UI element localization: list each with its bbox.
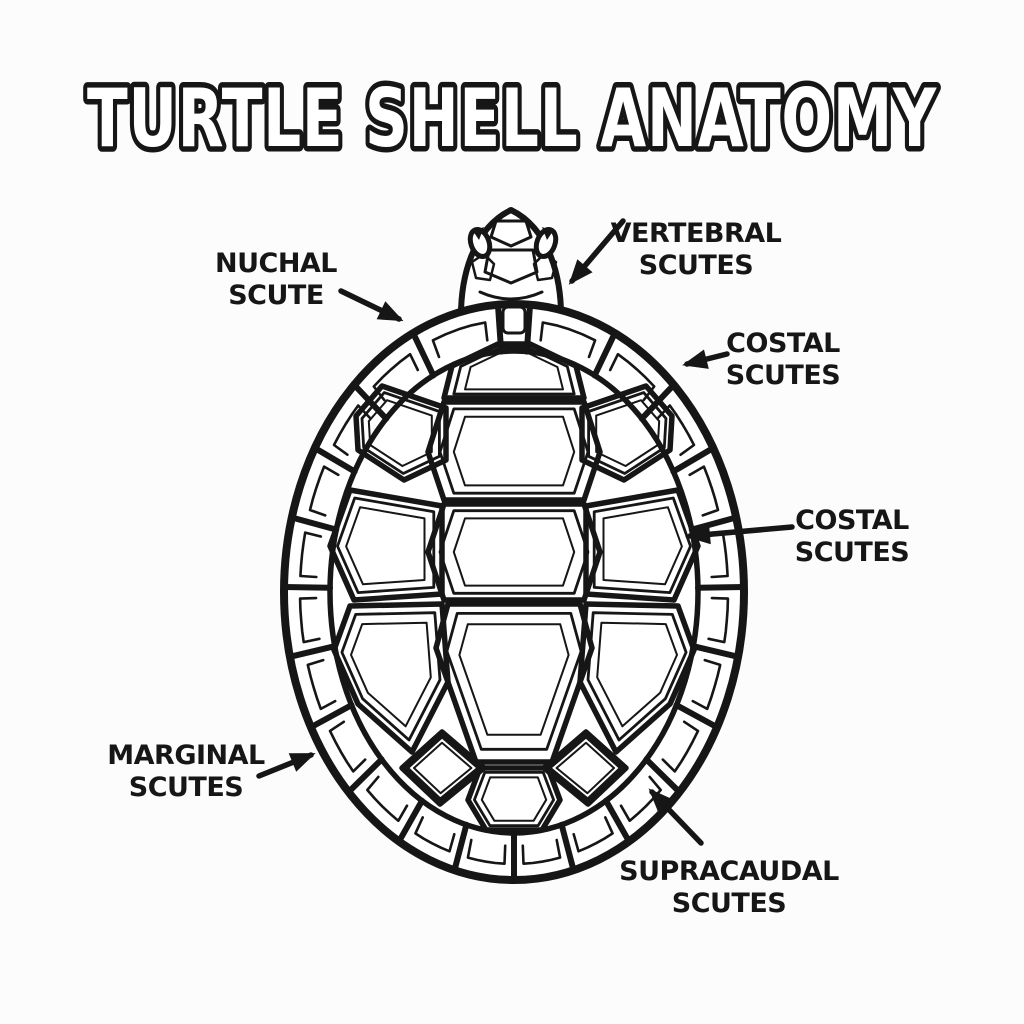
arrow-nuchal-scute [338, 288, 404, 322]
page-title: TURTLE SHELL ANATOMY [87, 72, 937, 165]
label-vertebral-scutes: VERTEBRAL SCUTES [610, 218, 782, 281]
arrow-supracaudal-scutes [648, 788, 704, 846]
label-nuchal-scute: NUCHAL SCUTE [214, 248, 338, 311]
arrow-vertebral-scutes [568, 218, 626, 285]
costal-scutes [327, 383, 701, 807]
head-snout-scale [489, 219, 533, 248]
head-chin-line [478, 290, 544, 301]
arrow-marginal-scutes [256, 752, 316, 779]
label-costal-scutes-right: COSTAL SCUTES [794, 505, 910, 568]
nuchal-scute [501, 305, 527, 335]
head-forehead-scale [483, 248, 539, 285]
arrow-costal-scutes-upper [682, 349, 730, 369]
arrow-costal-scutes-right [685, 524, 795, 545]
label-supracaudal-scutes: SUPRACAUDAL SCUTES [619, 856, 839, 919]
marginal-scutes-band [281, 301, 747, 883]
annotation-layer: TURTLE SHELL ANATOMY [82, 67, 942, 846]
label-marginal-scutes: MARGINAL SCUTES [107, 740, 265, 803]
head-eye-left [467, 226, 493, 260]
head-eye-right [533, 226, 559, 260]
label-costal-scutes-upper: COSTAL SCUTES [725, 328, 841, 391]
turtle-shell [280, 300, 748, 884]
